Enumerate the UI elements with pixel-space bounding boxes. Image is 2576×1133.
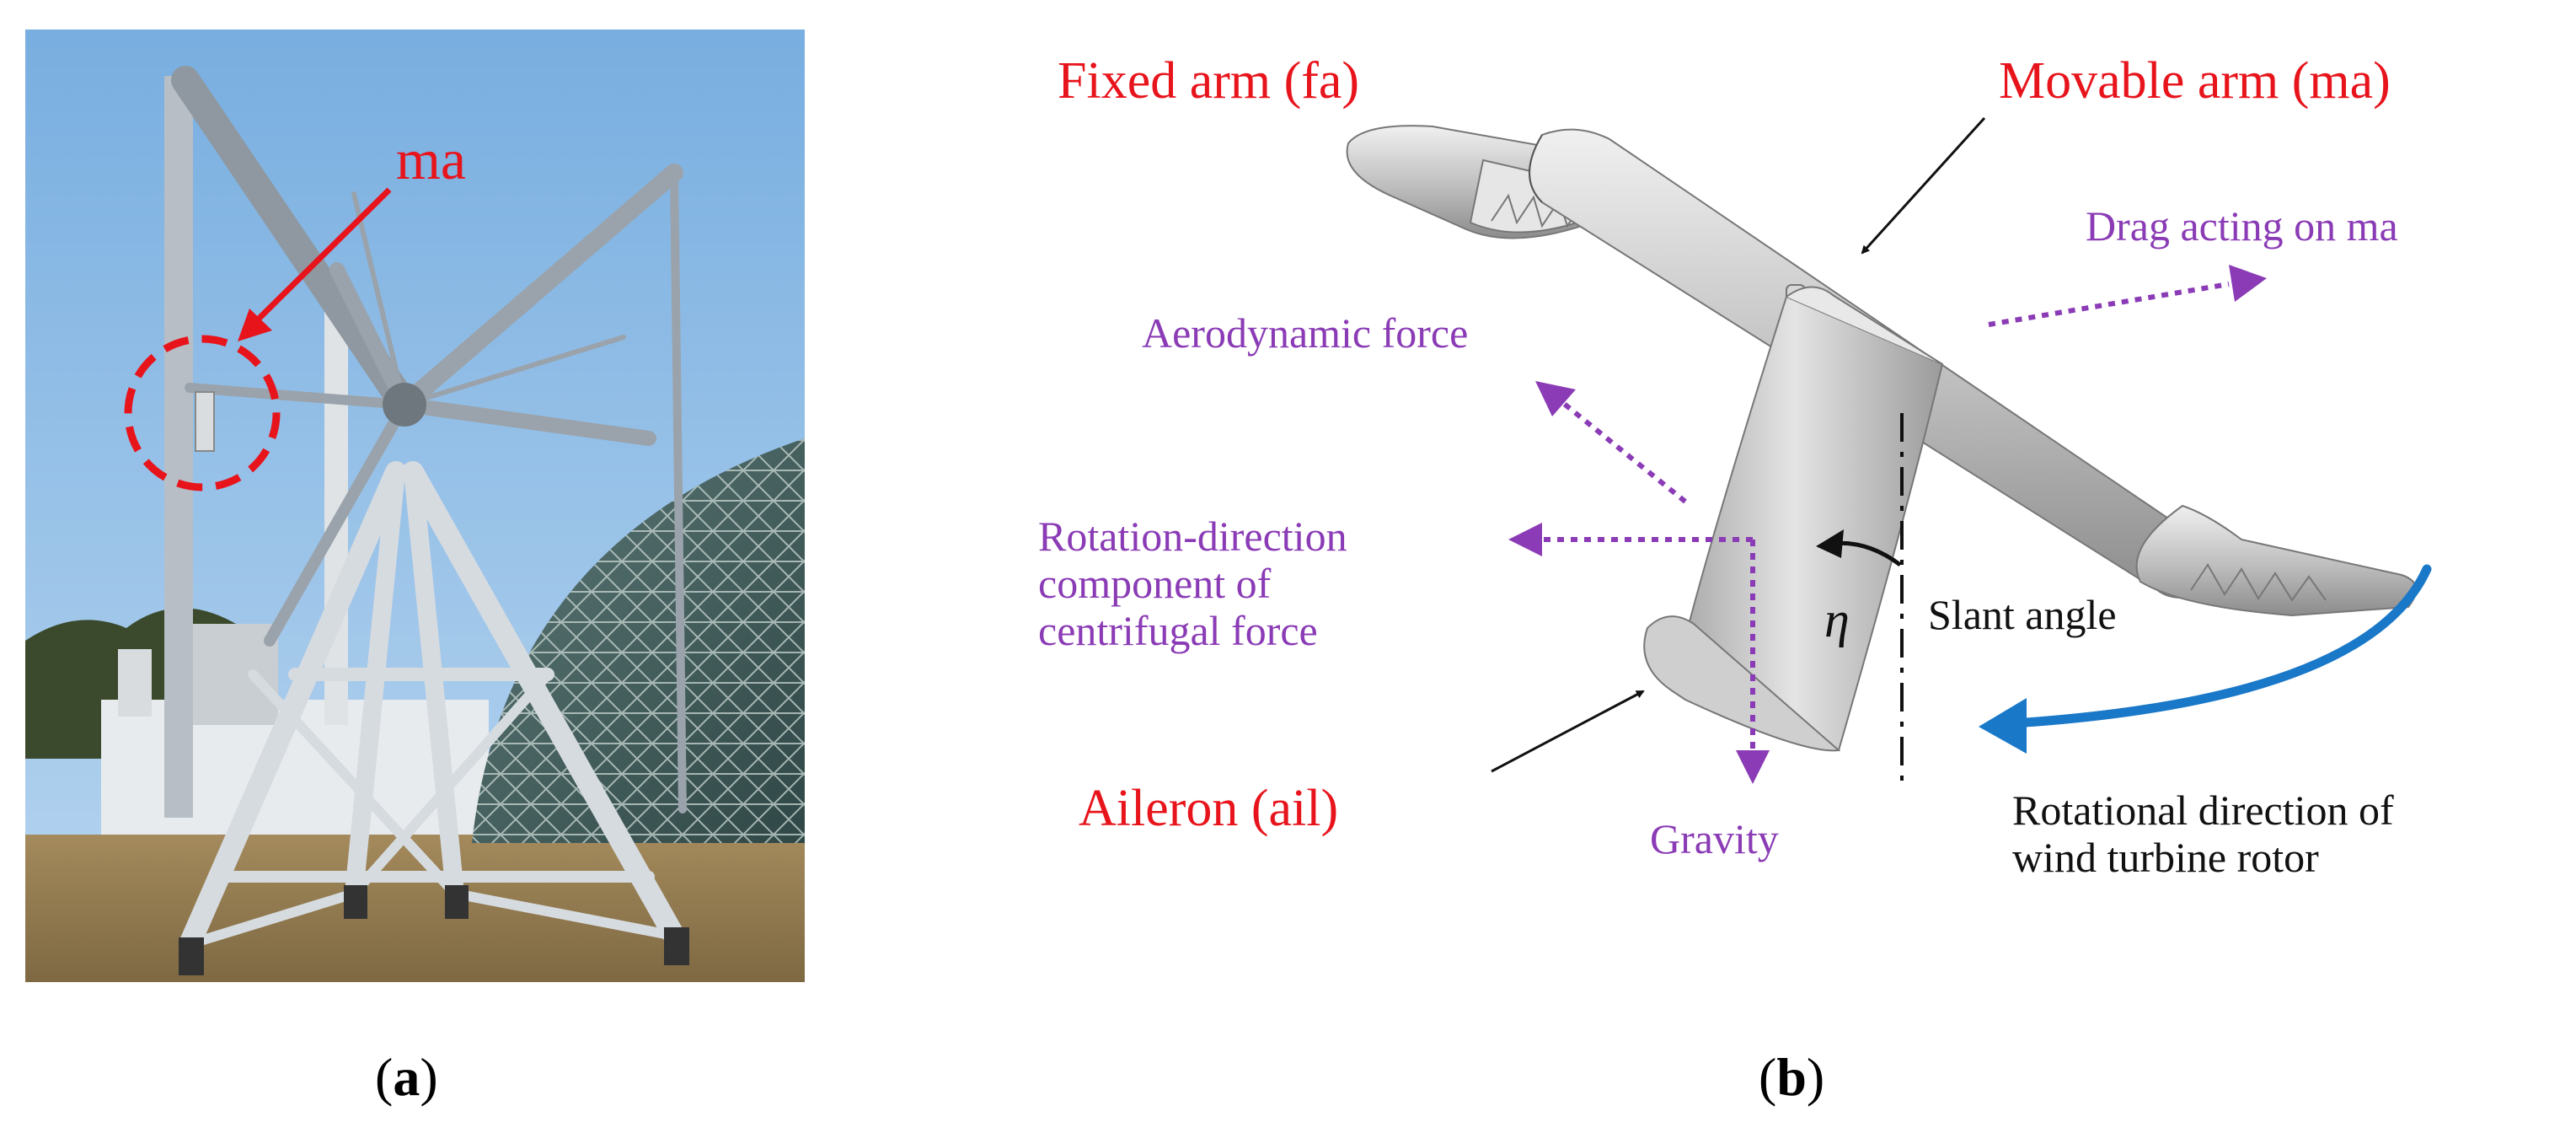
rotation-component-line-1: Rotation-direction <box>1038 513 1347 560</box>
photo-panel <box>25 30 805 982</box>
rotation-arrow <box>2009 564 2432 728</box>
aileron-leader <box>1491 690 1645 773</box>
gravity-label: Gravity <box>1650 815 1779 862</box>
rotor-arms <box>171 66 687 814</box>
fixed-arm-blade-right <box>2135 504 2418 617</box>
aero-force-arrow <box>1553 394 1687 504</box>
marker-label: ma <box>396 127 467 191</box>
rotational-direction-line-1: Rotational direction of <box>2012 787 2394 834</box>
rotation-component-line-3: centrifugal force <box>1038 607 1318 654</box>
tall-pole <box>164 76 193 818</box>
caption-b: (b) <box>1759 1047 1825 1107</box>
slant-angle-label: Slant angle <box>1928 591 2117 638</box>
tower-truss <box>179 461 685 955</box>
movable-arm-leader <box>1861 116 1986 255</box>
drag-label: Drag acting on ma <box>2086 202 2398 250</box>
rotational-direction-line-2: wind turbine rotor <box>2012 834 2319 881</box>
diagram-panel <box>1346 116 2432 784</box>
aileron-label: Aileron (ail) <box>1079 780 1339 837</box>
marker-arrow <box>250 187 392 327</box>
rotor-hub <box>383 383 426 427</box>
rotational-direction-label: Rotational direction of wind turbine rot… <box>2012 787 2394 881</box>
rotation-component-line-2: component of <box>1038 560 1272 607</box>
aero-force-label: Aerodynamic force <box>1142 309 1469 357</box>
movable-arm-label: Movable arm (ma) <box>1999 52 2391 110</box>
caption-a: (a) <box>375 1047 438 1107</box>
drag-arrow <box>1988 282 2230 327</box>
fixed-arm-label: Fixed arm (fa) <box>1058 52 1360 110</box>
rotation-component-label: Rotation-direction component of centrifu… <box>1038 513 1347 654</box>
eta-symbol: η <box>1824 592 1850 647</box>
marker-circle <box>124 335 281 491</box>
